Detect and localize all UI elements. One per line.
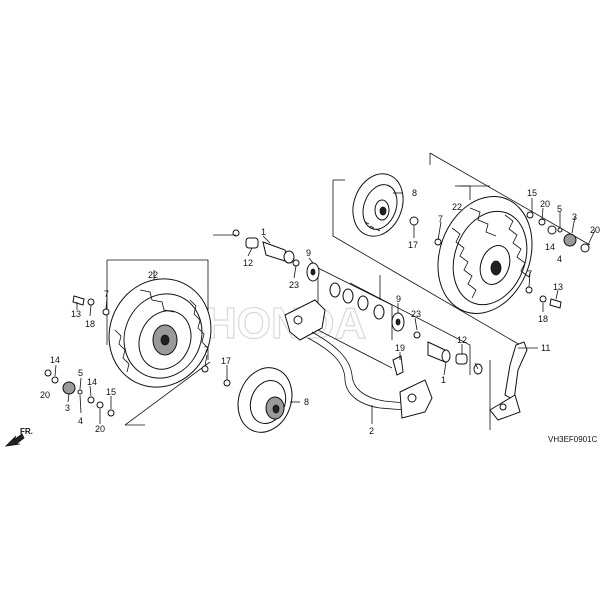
callout-20: 20 <box>590 225 600 235</box>
callout-19: 19 <box>395 343 405 353</box>
leader-lines <box>54 185 596 424</box>
callout-4: 4 <box>78 416 83 426</box>
callout-15: 15 <box>527 188 537 198</box>
callout-9: 9 <box>306 248 311 258</box>
callout-13: 13 <box>71 309 81 319</box>
callout-7: 7 <box>438 214 443 224</box>
callout-7: 7 <box>204 345 209 355</box>
hardware-right[interactable] <box>201 211 590 387</box>
callout-13: 13 <box>553 282 563 292</box>
callout-14: 14 <box>50 355 60 365</box>
callout-17: 17 <box>408 240 418 250</box>
callout-4: 4 <box>557 254 562 264</box>
callout-23: 23 <box>289 280 299 290</box>
callout-23: 23 <box>411 309 421 319</box>
callout-20: 20 <box>540 199 550 209</box>
callout-18: 18 <box>85 319 95 329</box>
callout-3: 3 <box>572 212 577 222</box>
diagram-code: VH3EF0901C <box>548 435 598 444</box>
callout-22: 22 <box>452 202 462 212</box>
callout-17: 17 <box>221 356 231 366</box>
hardware-left[interactable] <box>44 295 115 417</box>
callout-9: 9 <box>396 294 401 304</box>
rear-wheel-right[interactable] <box>422 183 548 327</box>
callout-14: 14 <box>545 242 555 252</box>
height-adjust-lever[interactable] <box>489 341 528 421</box>
callout-3: 3 <box>65 403 70 413</box>
callout-5: 5 <box>557 204 562 214</box>
callout-20: 20 <box>40 390 50 400</box>
callout-11: 11 <box>541 343 550 353</box>
callout-20: 20 <box>95 424 105 434</box>
callout-7: 7 <box>527 269 532 279</box>
callout-8: 8 <box>304 397 309 407</box>
callout-2: 2 <box>369 426 374 436</box>
front-wheel-left[interactable] <box>91 262 228 404</box>
front-label: FR. <box>20 427 33 436</box>
upper-axle-parts[interactable] <box>245 237 405 332</box>
drive-pulley-lower[interactable] <box>229 360 300 440</box>
callout-12: 12 <box>243 258 253 268</box>
lower-axle-parts[interactable] <box>392 331 483 376</box>
drive-pulley-upper[interactable] <box>345 167 412 244</box>
front-direction-indicator: FR. <box>4 427 33 447</box>
callout-7: 7 <box>104 289 109 299</box>
callout-1: 1 <box>441 375 446 385</box>
callout-labels: 1 1 2 3 3 4 4 5 5 7 7 7 7 8 8 9 9 11 12 … <box>40 188 600 436</box>
callout-1: 1 <box>261 227 266 237</box>
rear-axle-frame[interactable] <box>284 299 433 419</box>
callout-18: 18 <box>538 314 548 324</box>
callout-15: 15 <box>106 387 116 397</box>
callout-8: 8 <box>412 188 417 198</box>
callout-14: 14 <box>87 377 97 387</box>
callout-22: 22 <box>148 270 158 280</box>
callout-12: 12 <box>457 335 467 345</box>
callout-5: 5 <box>78 368 83 378</box>
honda-watermark: HONDA <box>205 299 366 348</box>
